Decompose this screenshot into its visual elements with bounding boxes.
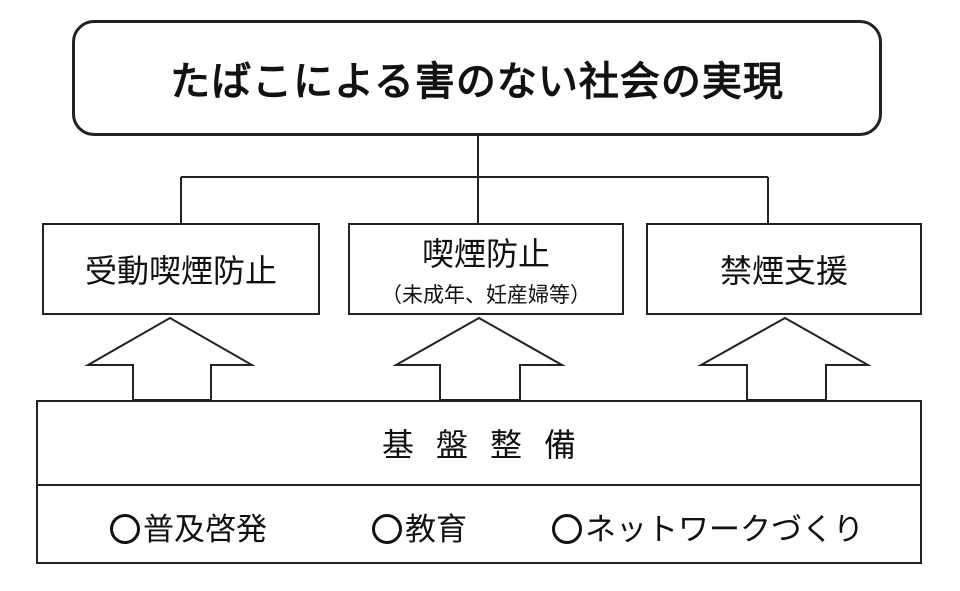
circle-bullet-icon (110, 514, 140, 544)
foundation-items-row: 普及啓発 教育 ネットワークづくり (38, 486, 920, 564)
foundation-title-row: 基盤整備 (38, 402, 920, 486)
pillar-label: 喫煙防止 (421, 235, 550, 273)
foundation-item: 教育 (372, 504, 467, 549)
up-arrow-center (392, 316, 566, 401)
foundation-item: 普及啓発 (110, 504, 267, 549)
circle-bullet-icon (552, 514, 582, 544)
pillar-cessation-support: 禁煙支援 (646, 223, 922, 315)
goal-title: たばこによる害のない社会の実現 (170, 59, 784, 105)
pillar-secondhand-smoke: 受動喫煙防止 (42, 223, 320, 315)
up-arrow-left (84, 316, 256, 401)
pillar-label: 受動喫煙防止 (84, 252, 277, 290)
pillar-sublabel: （未成年、妊産婦等） (381, 283, 591, 307)
circle-bullet-icon (372, 514, 402, 544)
pillar-label: 禁煙支援 (719, 252, 848, 290)
foundation-item-label: 教育 (405, 512, 467, 548)
foundation-box: 基盤整備 普及啓発 教育 ネットワークづくり (36, 400, 922, 564)
foundation-item: ネットワークづくり (552, 504, 864, 549)
foundation-item-label: ネットワークづくり (585, 512, 864, 548)
goal-box: たばこによる害のない社会の実現 (72, 20, 882, 136)
foundation-item-label: 普及啓発 (143, 512, 267, 548)
pillar-smoking-prevention: 喫煙防止 （未成年、妊産婦等） (348, 223, 624, 315)
up-arrow-right (697, 316, 872, 401)
foundation-title: 基盤整備 (381, 426, 598, 464)
